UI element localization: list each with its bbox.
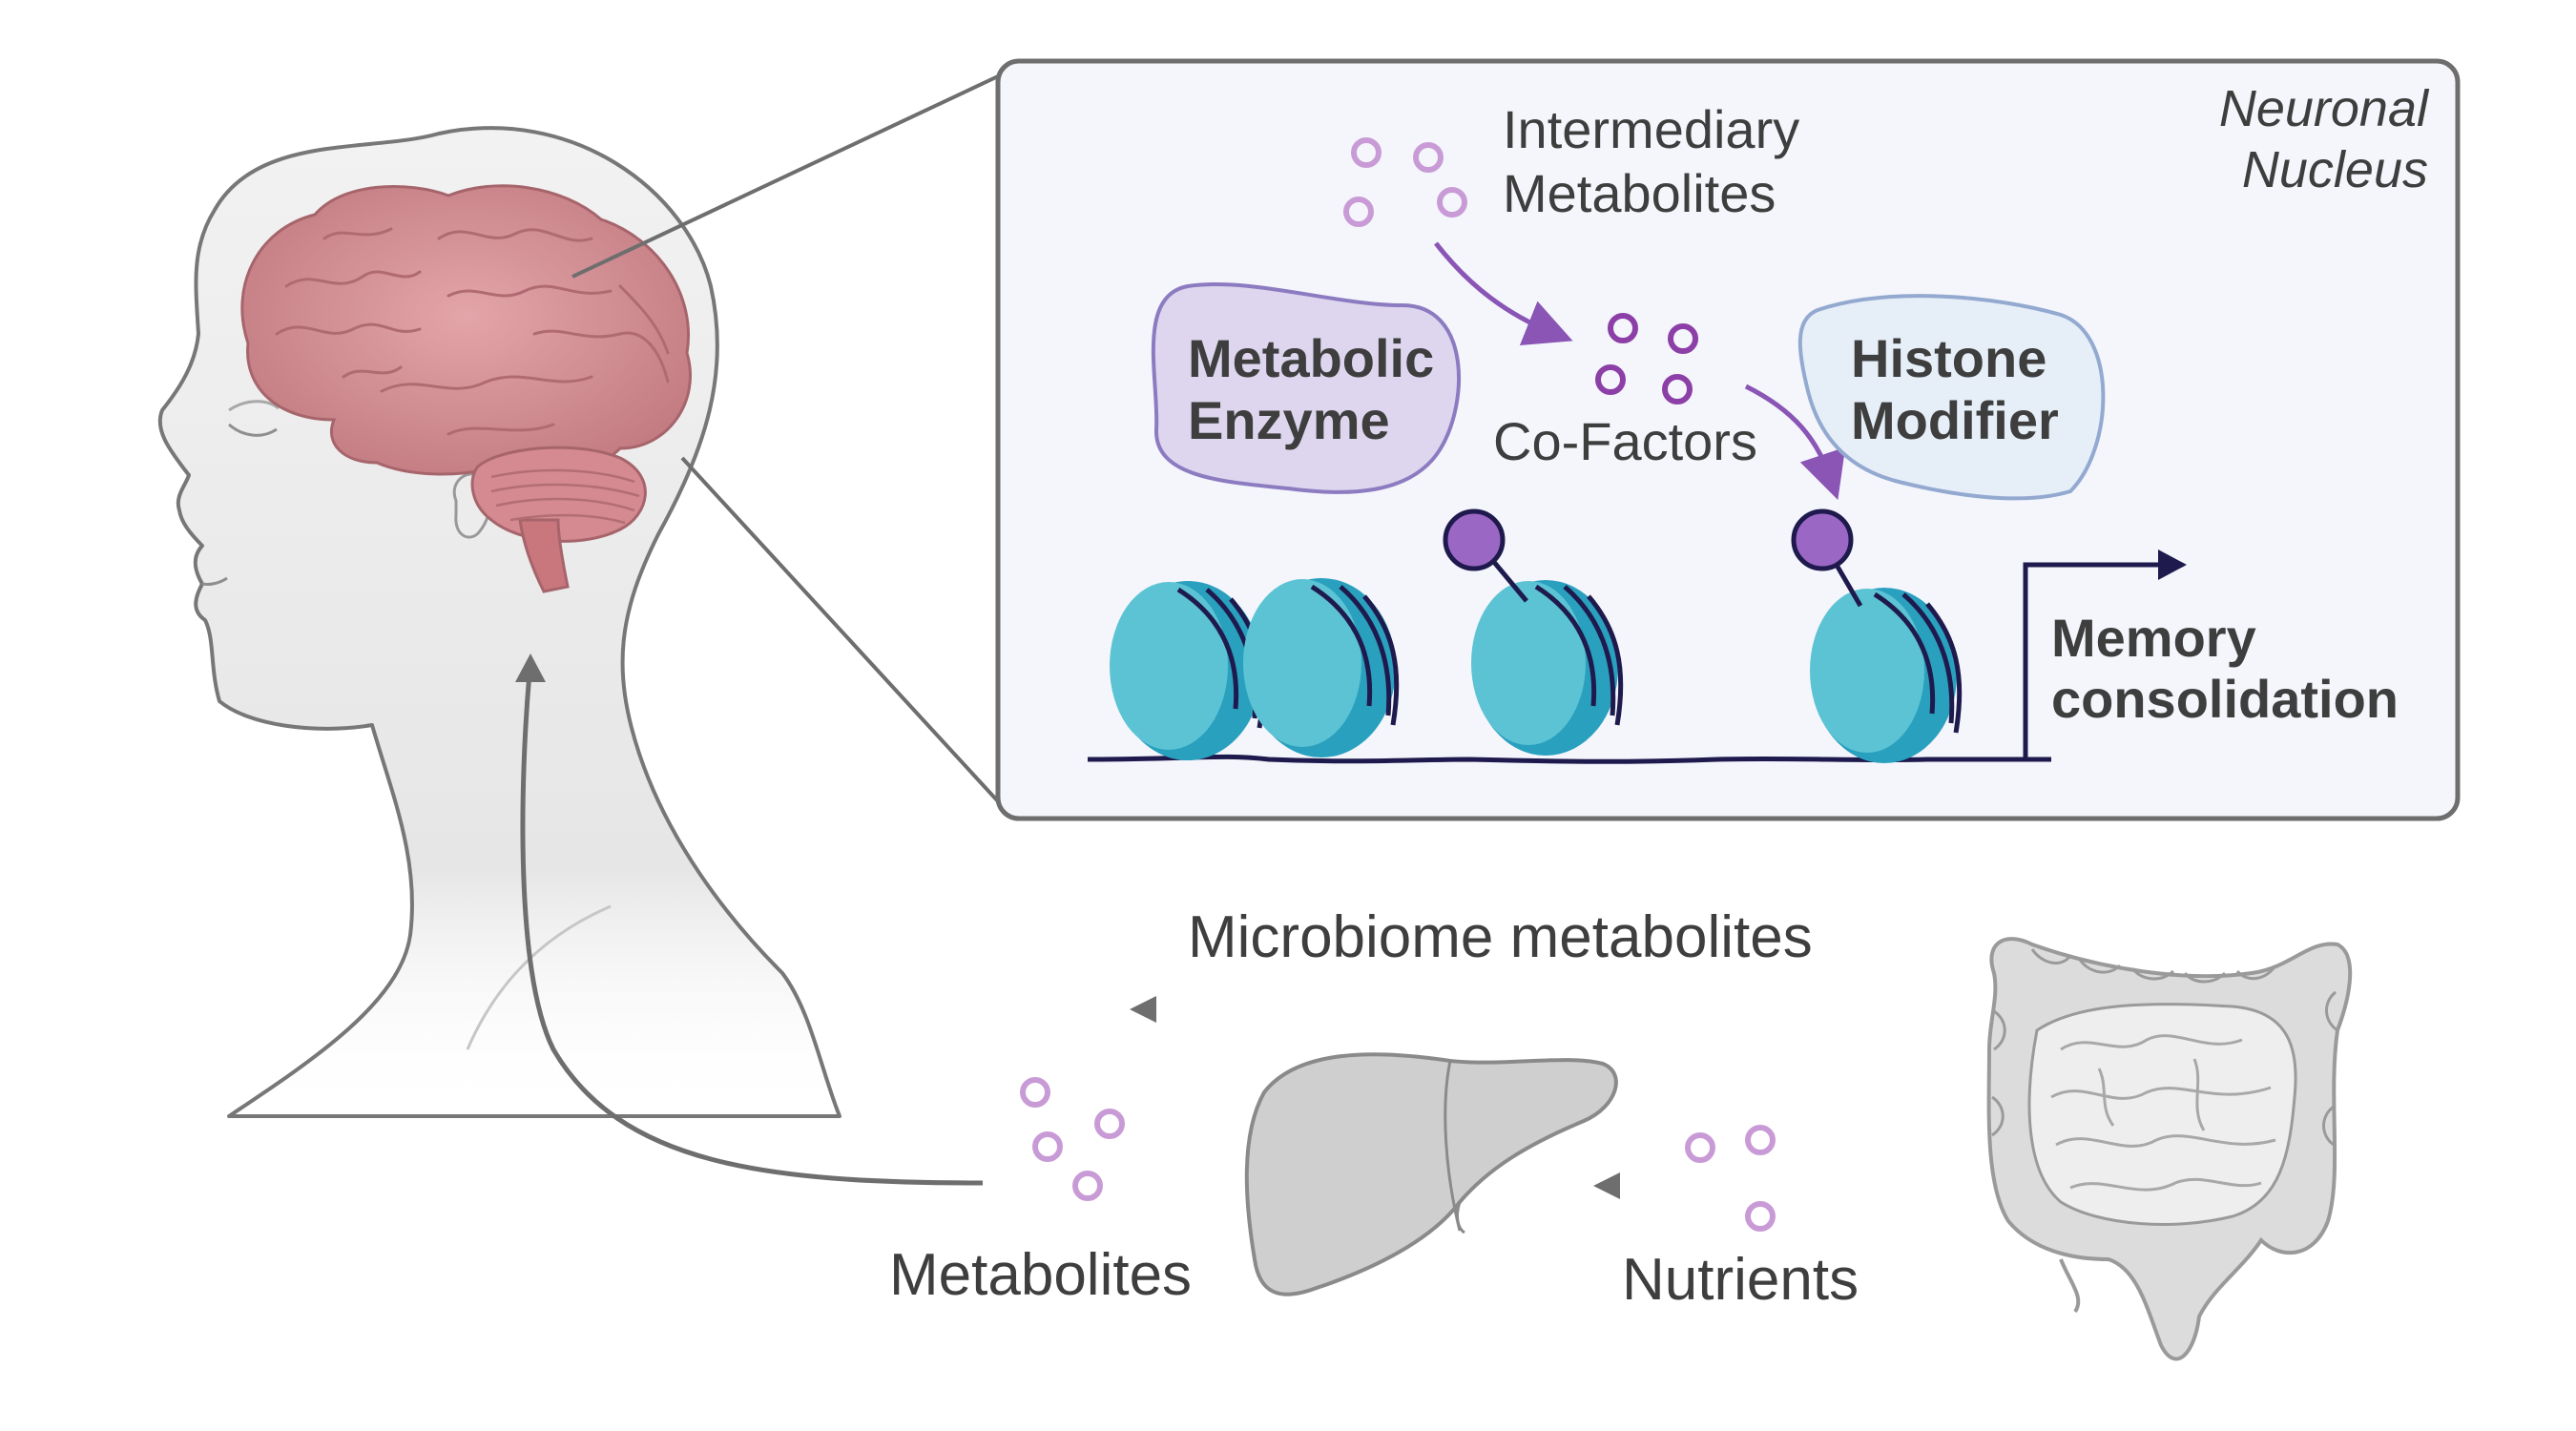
liver-icon bbox=[1244, 1052, 1618, 1296]
nutrients-icon bbox=[1685, 1125, 1776, 1232]
histone-modifier-shape bbox=[1797, 294, 2106, 501]
nucleosome-1 bbox=[1110, 581, 1266, 760]
histone-mark-icon bbox=[1791, 508, 1863, 608]
intermediary-label-line1: Intermediary bbox=[1503, 99, 1799, 159]
memory-label-line2: consolidation bbox=[2051, 669, 2399, 729]
metabolic-enzyme-shape bbox=[1151, 281, 1461, 494]
nucleosome-2 bbox=[1243, 578, 1400, 757]
nucleus-title-line1: Neuronal bbox=[2219, 80, 2430, 137]
intermediary-label-line2: Metabolites bbox=[1503, 163, 1776, 223]
nucleus-title-line2: Nucleus bbox=[2242, 141, 2428, 198]
nutrients-label: Nutrients bbox=[1622, 1247, 1859, 1313]
microbiome-arrow bbox=[1130, 996, 1889, 1023]
memory-label-line1: Memory bbox=[2051, 608, 2256, 668]
histone-mark-icon bbox=[1443, 508, 1528, 603]
intermediary-metabolites-icon bbox=[1343, 137, 1467, 227]
enzyme-label-line2: Enzyme bbox=[1188, 390, 1390, 450]
intestine-icon bbox=[1986, 937, 2353, 1361]
nucleosome-4 bbox=[1810, 588, 1963, 763]
zoom-line-top bbox=[571, 74, 999, 279]
arrow-cofactors-to-histone bbox=[1744, 384, 1846, 500]
enzyme-label-line1: Metabolic bbox=[1188, 328, 1434, 388]
zoom-line-bottom bbox=[680, 456, 1000, 803]
metabolites-icon bbox=[1020, 1077, 1125, 1201]
nucleosome-3 bbox=[1471, 580, 1624, 756]
cofactors-label: Co-Factors bbox=[1493, 411, 1757, 471]
dna-strand bbox=[1087, 754, 2051, 764]
modifier-label-line2: Modifier bbox=[1851, 390, 2059, 450]
arrow-intermediary-to-cofactors bbox=[1434, 241, 1573, 346]
transcription-arrow-icon bbox=[2023, 550, 2187, 761]
metabolites-label: Metabolites bbox=[889, 1242, 1192, 1308]
brain-icon bbox=[240, 184, 692, 593]
modifier-label-line1: Histone bbox=[1851, 328, 2046, 388]
cofactors-icon bbox=[1595, 313, 1698, 404]
nutrients-arrow bbox=[1593, 1172, 1889, 1199]
microbiome-label: Microbiome metabolites bbox=[1188, 904, 1813, 970]
metabolites-to-brain-arrow bbox=[515, 653, 984, 1186]
